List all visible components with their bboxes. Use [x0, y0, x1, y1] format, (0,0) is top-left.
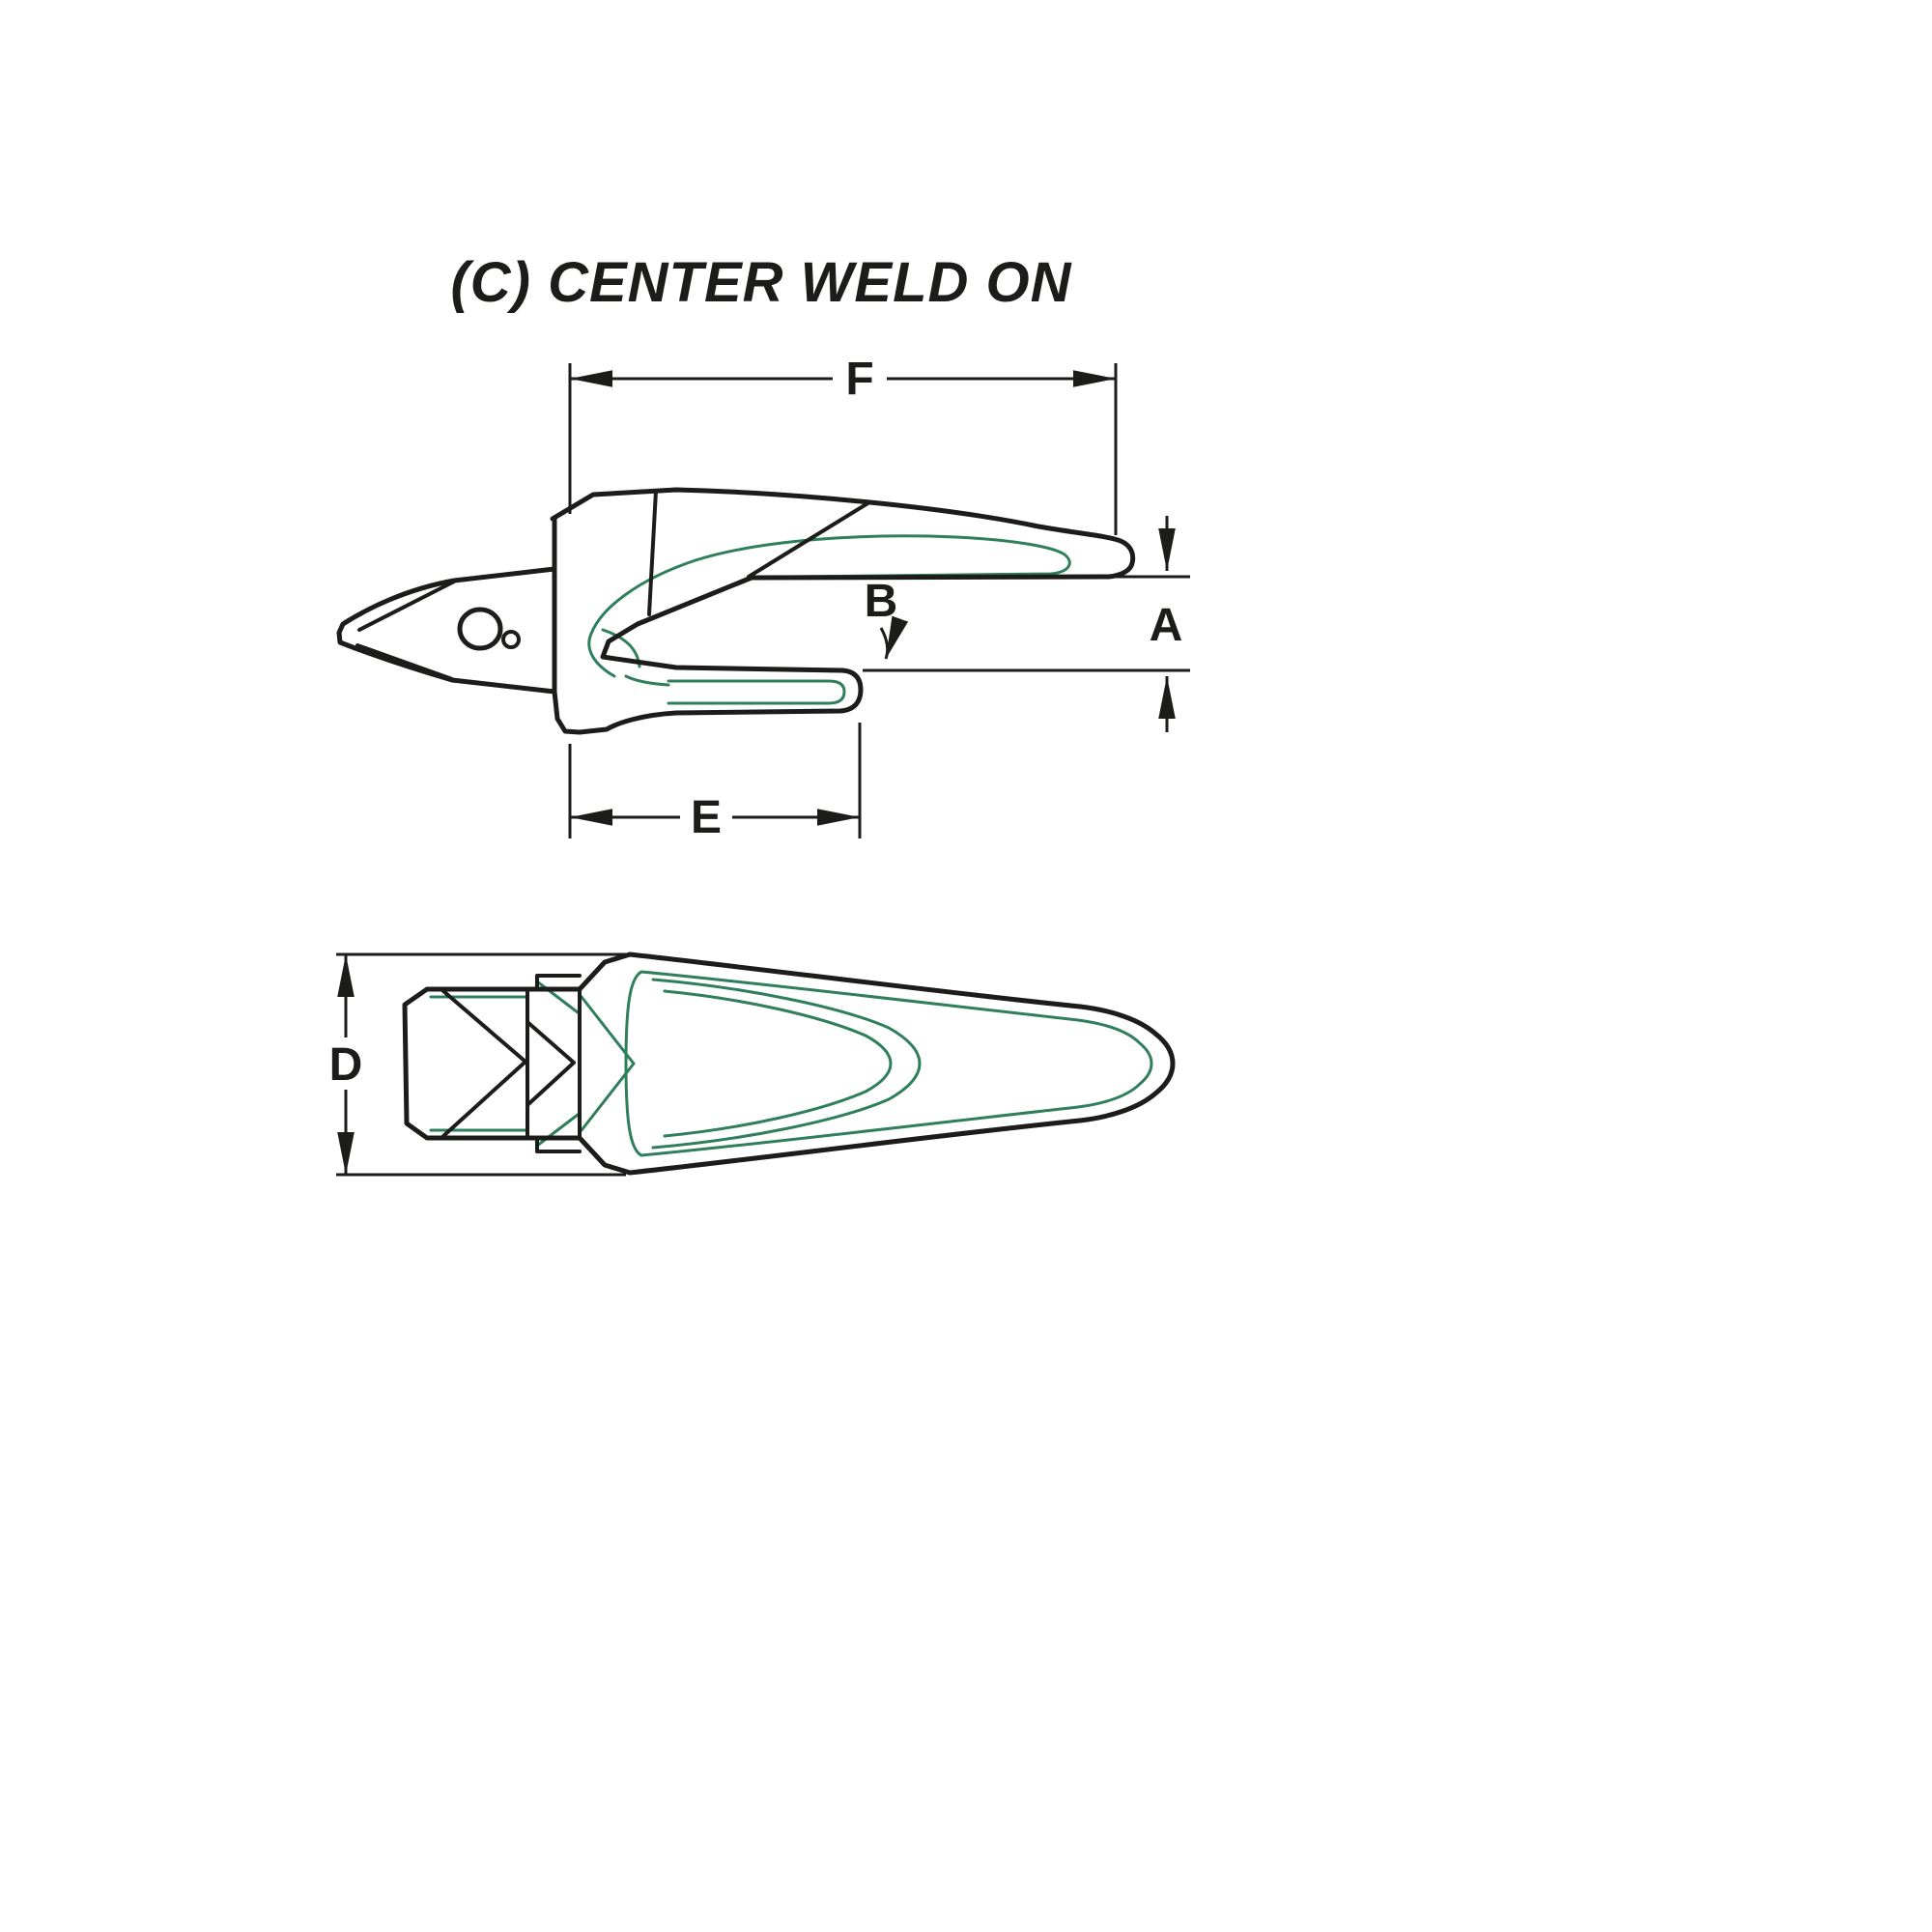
dim-b: B	[865, 576, 909, 660]
pin-hole	[457, 607, 503, 651]
dim-a: A	[863, 516, 1190, 732]
side-view: F A B E	[336, 352, 1190, 843]
side-view-hidden-lines	[587, 534, 1071, 705]
plan-view-outline	[402, 952, 1176, 1176]
dim-label-a: A	[1150, 600, 1183, 651]
dim-e: E	[568, 723, 862, 843]
drawing-title: (C) CENTER WELD ON	[450, 251, 1071, 314]
dim-label-d: D	[329, 1039, 363, 1091]
dim-d: D	[321, 952, 626, 1177]
plan-view: D	[321, 952, 1176, 1177]
dim-label-f: F	[845, 354, 873, 405]
side-view-outline	[336, 487, 1136, 735]
plan-view-hidden-lines	[429, 970, 1153, 1157]
dim-label-e: E	[691, 792, 722, 843]
dim-f: F	[568, 352, 1118, 535]
dim-label-b: B	[865, 576, 898, 627]
pin-hole-notch	[501, 630, 521, 649]
